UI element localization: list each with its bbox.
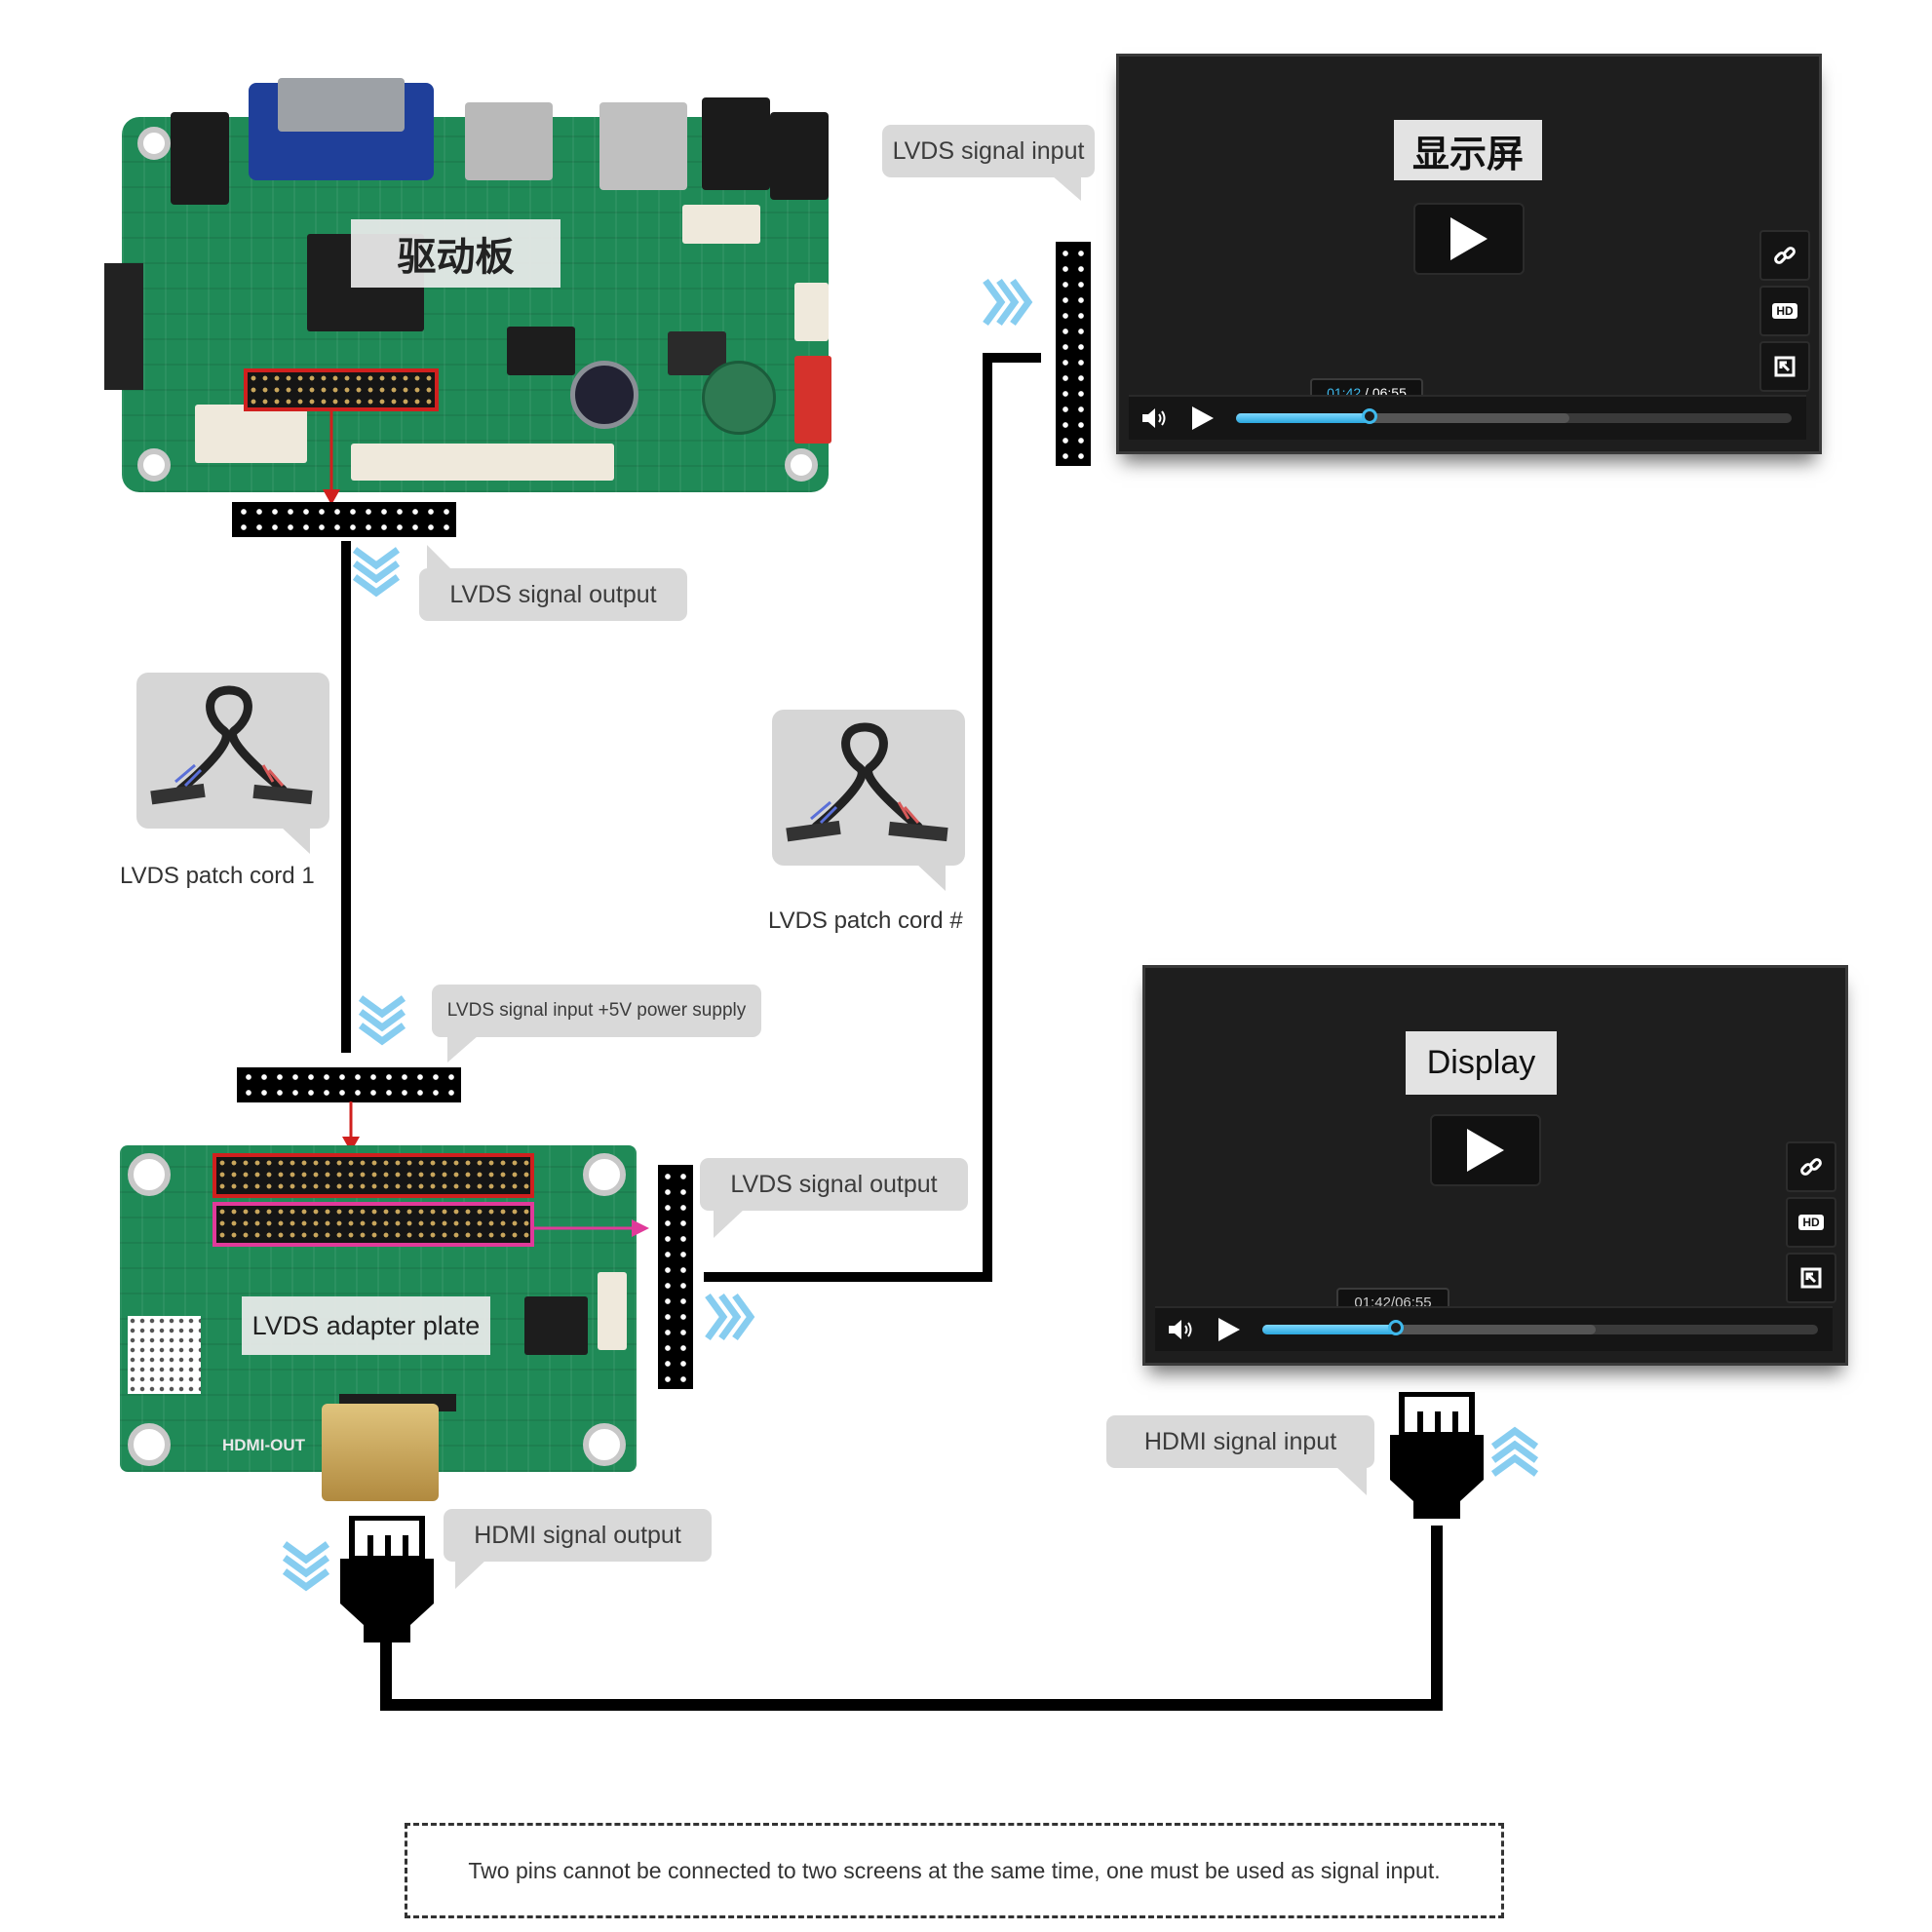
callout-lvds-output-driver: LVDS signal output	[419, 545, 687, 621]
top-display-progress-track[interactable]	[1236, 408, 1792, 424]
audio-jack	[702, 97, 770, 190]
top-display-title: 显示屏	[1394, 120, 1542, 180]
popout-icon[interactable]	[1786, 1253, 1836, 1303]
lvds-patch-cord-2-image	[772, 710, 965, 891]
adapter-signal-arrow	[342, 1101, 360, 1152]
adapter-lvds-output-connector	[658, 1165, 693, 1389]
chevron-right-icon	[983, 278, 1033, 327]
top-display-progress-knob[interactable]	[1361, 408, 1377, 424]
top-display-control-bar	[1129, 395, 1806, 440]
bottom-display-big-play-button[interactable]	[1430, 1114, 1541, 1186]
volume-icon[interactable]	[1167, 1318, 1196, 1346]
play-icon[interactable]	[1192, 406, 1214, 430]
driver-board-label: 驱动板	[351, 219, 560, 288]
play-icon[interactable]	[1218, 1318, 1240, 1341]
adapter-lvds-input-connector	[237, 1067, 461, 1102]
hd-button[interactable]: HD	[1786, 1197, 1836, 1248]
callout-lvds-input-power: LVDS signal input +5V power supply	[432, 985, 761, 1063]
adapter-lvds-input-header-highlight	[213, 1153, 534, 1198]
link-icon[interactable]	[1786, 1141, 1836, 1192]
adapter-output-arrow	[534, 1219, 649, 1237]
hdmi-port-driver	[465, 102, 553, 180]
volume-icon[interactable]	[1140, 406, 1170, 436]
hd-button[interactable]: HD	[1759, 286, 1810, 336]
bottom-display-progress-track[interactable]	[1262, 1320, 1818, 1335]
bottom-display-title: Display	[1406, 1031, 1557, 1095]
bottom-display-panel: Display HD 01:42/06:55	[1142, 965, 1848, 1366]
wire-hdmi-v2	[1431, 1526, 1443, 1711]
driver-lvds-output-connector	[232, 502, 456, 537]
hdmi-plug-input	[1390, 1392, 1484, 1519]
callout-lvds-output-adapter: LVDS signal output	[700, 1158, 968, 1238]
lvds-patch-cord-1-label: LVDS patch cord 1	[120, 863, 315, 889]
bottom-display-control-bar	[1155, 1306, 1833, 1351]
driver-lvds-header-highlight	[244, 368, 439, 411]
wire-hdmi-h	[380, 1699, 1443, 1711]
hdmi-out-silk-label: HDMI-OUT	[222, 1436, 305, 1454]
bottom-display-progress-knob[interactable]	[1387, 1320, 1404, 1335]
wire-driver-to-adapter	[341, 541, 351, 1053]
bottom-display-buffer-bar	[1262, 1325, 1596, 1334]
hdmi-plug-output	[340, 1516, 434, 1642]
wire-adapter-to-top-screen-h1	[704, 1272, 992, 1282]
bottom-display-progress-fill	[1262, 1325, 1396, 1334]
top-display-lvds-input-connector	[1056, 242, 1091, 466]
adapter-hdmi-port	[322, 1404, 439, 1501]
wire-hdmi-v1	[380, 1638, 392, 1711]
chevron-up-icon	[1490, 1426, 1539, 1477]
wire-adapter-to-top-screen-h2	[983, 353, 1041, 363]
note-text: Two pins cannot be connected to two scre…	[468, 1857, 1441, 1883]
callout-hdmi-input: HDMI signal input	[1106, 1415, 1374, 1495]
note-box: Two pins cannot be connected to two scre…	[405, 1823, 1504, 1918]
callout-lvds-input-top: LVDS signal input	[882, 125, 1095, 201]
lvds-patch-cord-2-label: LVDS patch cord #	[768, 908, 963, 934]
wire-adapter-to-top-screen-v	[983, 353, 992, 1282]
adapter-lvds-output-header-highlight	[213, 1202, 534, 1247]
lvds-patch-cord-1-image	[136, 673, 329, 854]
power-jack	[770, 112, 829, 200]
top-display-buffer-bar	[1236, 413, 1569, 423]
chevron-down-icon	[358, 995, 406, 1046]
usb-port	[599, 102, 687, 190]
chevron-down-icon	[352, 547, 401, 598]
callout-hdmi-output: HDMI signal output	[444, 1509, 712, 1589]
driver-signal-arrow	[323, 409, 340, 505]
top-display-big-play-button[interactable]	[1413, 203, 1525, 275]
top-display-progress-fill	[1236, 413, 1370, 423]
chevron-down-icon	[282, 1541, 330, 1592]
link-icon[interactable]	[1759, 230, 1810, 281]
popout-icon[interactable]	[1759, 341, 1810, 392]
adapter-board-label: LVDS adapter plate	[242, 1296, 490, 1355]
top-display-panel: 显示屏 HD 01:42 / 06:55	[1116, 54, 1822, 454]
chevron-right-icon	[705, 1293, 755, 1341]
